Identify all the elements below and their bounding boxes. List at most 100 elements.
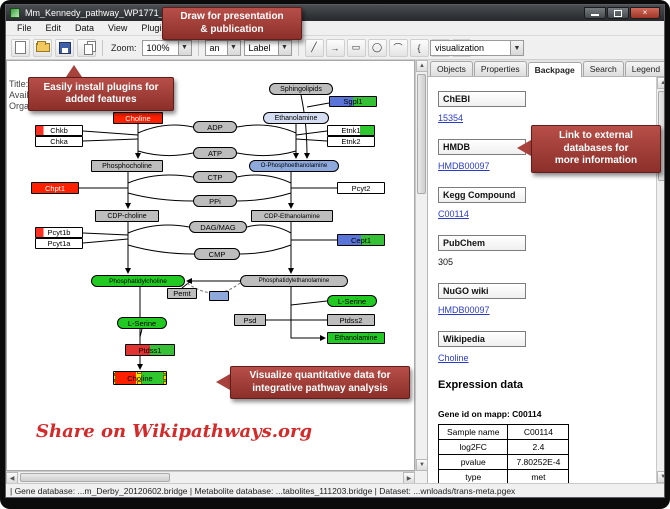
draw-tool-button-5[interactable]: { bbox=[409, 38, 429, 57]
database-header: HMDB bbox=[438, 139, 526, 155]
scrollbar-thumb[interactable] bbox=[20, 473, 170, 482]
pathway-node-etnk1[interactable]: Etnk1 bbox=[327, 125, 375, 136]
status-text: | Gene database: ...m_Derby_20120602.bri… bbox=[10, 485, 516, 496]
pathway-node-chkb[interactable]: Chkb bbox=[35, 125, 83, 136]
database-header: Wikipedia bbox=[438, 331, 526, 347]
callout-plugins: Easily install plugins for added feature… bbox=[28, 77, 174, 111]
pathway-node-chpt1[interactable]: Chpt1 bbox=[31, 182, 79, 194]
pathway-node-pcyt1b[interactable]: Pcyt1b bbox=[35, 227, 83, 238]
draw-tool-button-2[interactable]: ▭ bbox=[346, 38, 366, 57]
chevron-down-icon[interactable]: ▼ bbox=[277, 40, 291, 55]
scroll-down-icon[interactable]: ▼ bbox=[416, 459, 428, 471]
scroll-right-icon[interactable]: ▶ bbox=[403, 472, 415, 483]
selection-handle[interactable] bbox=[163, 372, 166, 374]
scroll-up-icon[interactable]: ▲ bbox=[657, 77, 664, 89]
pathway-node-choline[interactable]: Choline bbox=[113, 371, 167, 385]
pathway-node-ctp[interactable]: CTP bbox=[193, 171, 237, 183]
pathway-node-chka[interactable]: Chka bbox=[35, 136, 83, 147]
pathway-node-ptdss1[interactable]: Ptdss1 bbox=[125, 344, 175, 356]
datanode-template-button[interactable]: an ▼ bbox=[204, 39, 241, 56]
draw-tool-button-3[interactable]: ◯ bbox=[367, 38, 387, 57]
zoom-combobox[interactable]: 100% ▼ bbox=[141, 39, 192, 56]
pathway-node-adp[interactable]: ADP bbox=[193, 121, 237, 133]
tab-objects[interactable]: Objects bbox=[430, 61, 473, 76]
label-template-button[interactable]: Label ▼ bbox=[243, 39, 292, 56]
draw-tool-button-4[interactable]: ⌒ bbox=[388, 38, 408, 57]
selection-handle[interactable] bbox=[137, 372, 142, 374]
pathway-node-o-phosphoethanolamine[interactable]: O-Phosphoethanolamine bbox=[249, 160, 339, 172]
new-file-button[interactable] bbox=[11, 38, 30, 57]
chevron-down-icon[interactable]: ▼ bbox=[177, 40, 191, 55]
pathway-node-ptdss2[interactable]: Ptdss2 bbox=[327, 314, 375, 326]
scroll-down-icon[interactable]: ▼ bbox=[657, 471, 664, 483]
draw-tool-button-0[interactable]: ╱ bbox=[304, 38, 324, 57]
pathway-node-pcyt2[interactable]: Pcyt2 bbox=[337, 182, 385, 194]
database-link[interactable]: C00114 bbox=[438, 209, 469, 219]
copy-button[interactable] bbox=[77, 38, 96, 57]
minimize-icon bbox=[591, 14, 599, 16]
tab-backpage[interactable]: Backpage bbox=[527, 62, 582, 77]
pathway-node-phosphocholine[interactable]: Phosphocholine bbox=[91, 160, 163, 172]
toolbar-separator bbox=[102, 39, 103, 56]
database-link[interactable]: Choline bbox=[438, 353, 469, 363]
selection-handle[interactable] bbox=[163, 381, 166, 384]
title-bar[interactable]: Mm_Kennedy_pathway_WP1771_45176.gpml × bbox=[6, 5, 664, 21]
menu-plugins[interactable]: Plugins bbox=[141, 23, 171, 33]
pathway-node-pcyt1a[interactable]: Pcyt1a bbox=[35, 238, 83, 249]
selection-handle[interactable] bbox=[163, 375, 166, 380]
database-link[interactable]: HMDB00097 bbox=[438, 161, 490, 171]
save-button[interactable] bbox=[55, 38, 74, 57]
pathway-node-l-serine[interactable]: L-Serine bbox=[117, 317, 167, 329]
menu-data[interactable]: Data bbox=[75, 23, 95, 33]
menu-edit[interactable]: Edit bbox=[45, 23, 62, 33]
pathway-node-cept1[interactable]: Cept1 bbox=[337, 234, 385, 246]
pathway-node-atp[interactable]: ATP bbox=[193, 147, 237, 159]
pathway-node-cmp[interactable]: CMP bbox=[194, 248, 240, 260]
scroll-up-icon[interactable]: ▲ bbox=[416, 60, 428, 72]
tab-search[interactable]: Search bbox=[582, 61, 624, 76]
database-link[interactable]: 15354 bbox=[438, 113, 464, 123]
pathway-node-ppi[interactable]: PPi bbox=[193, 195, 237, 207]
scrollbar-thumb[interactable] bbox=[417, 74, 426, 194]
draw-tool-button-1[interactable]: → bbox=[325, 38, 345, 57]
pathway-node-cdp-ethanolamine[interactable]: CDP-Ethanolamine bbox=[251, 210, 333, 222]
pathway-node-pemt[interactable]: Pemt bbox=[167, 288, 197, 299]
selection-handle[interactable] bbox=[114, 372, 116, 374]
canvas-horizontal-scrollbar[interactable]: ◀ ▶ bbox=[6, 471, 415, 483]
selection-handle[interactable] bbox=[114, 381, 116, 384]
pathway-node-sgpl1[interactable]: Sgpl1 bbox=[329, 96, 377, 107]
visualization-combobox[interactable]: visualization ▼ bbox=[430, 40, 524, 56]
database-header: PubChem bbox=[438, 235, 526, 251]
canvas-vertical-scrollbar[interactable]: ▲ ▼ bbox=[415, 60, 428, 471]
pathway-node-ethanolamine[interactable]: Ethanolamine bbox=[327, 332, 385, 344]
menu-file[interactable]: File bbox=[17, 23, 32, 33]
pathway-node-cdp-choline[interactable]: CDP-choline bbox=[95, 210, 159, 222]
selection-handle[interactable] bbox=[137, 381, 142, 384]
close-button[interactable]: × bbox=[630, 7, 660, 19]
pathway-node-l-serine[interactable]: L-Serine bbox=[327, 295, 377, 307]
minimize-button[interactable] bbox=[584, 7, 606, 19]
pathway-node-psd[interactable]: Psd bbox=[234, 314, 266, 326]
scroll-left-icon[interactable]: ◀ bbox=[6, 472, 18, 483]
pathway-node-etnk2[interactable]: Etnk2 bbox=[327, 136, 375, 147]
pathway-node-sphingolipids[interactable]: Sphingolipids bbox=[269, 83, 333, 95]
pathway-node-unlabeled[interactable] bbox=[209, 291, 229, 301]
pathway-node-dag-mag[interactable]: DAG/MAG bbox=[189, 221, 247, 233]
pathway-node-phosphatidylcholine[interactable]: Phosphatidylcholine bbox=[91, 275, 185, 287]
table-cell: type bbox=[437, 469, 509, 483]
open-file-button[interactable] bbox=[33, 38, 52, 57]
chevron-down-icon[interactable]: ▼ bbox=[510, 41, 523, 55]
pathway-node-choline[interactable]: Choline bbox=[113, 112, 163, 124]
selection-handle[interactable] bbox=[114, 375, 116, 380]
pathway-node-ethanolamine[interactable]: Ethanolamine bbox=[263, 112, 329, 124]
database-link[interactable]: HMDB00097 bbox=[438, 305, 490, 315]
maximize-button[interactable] bbox=[607, 7, 629, 19]
pathway-node-phosphatidylethanolamine[interactable]: Phosphatidylethanolamine bbox=[240, 275, 348, 287]
menu-view[interactable]: View bbox=[108, 23, 128, 33]
tab-legend[interactable]: Legend bbox=[624, 61, 664, 76]
table-cell: Sample name bbox=[437, 424, 509, 440]
chevron-down-icon[interactable]: ▼ bbox=[226, 40, 240, 55]
tab-properties[interactable]: Properties bbox=[473, 61, 527, 76]
